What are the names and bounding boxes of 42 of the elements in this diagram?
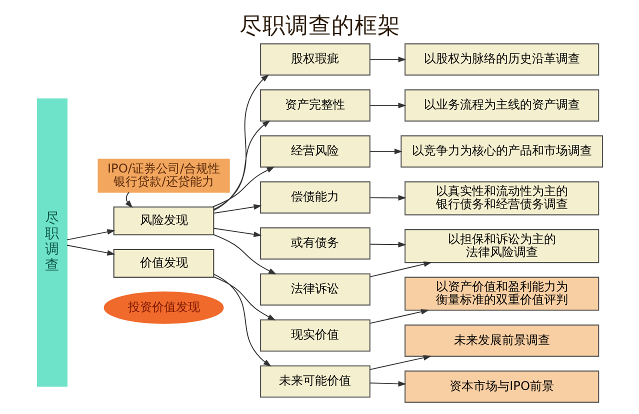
node-box: 风险发现 [112, 206, 214, 236]
node-box: 以真实性和流动性为主的银行债务和经营债务调查 [404, 181, 599, 216]
arrow [369, 242, 406, 248]
node-box: 以资产价值和盈利能力为衡量标准的双重价值评判 [404, 276, 599, 311]
arrow [369, 148, 402, 154]
arrow [369, 56, 406, 62]
node-box: 资产完整性 [260, 89, 370, 122]
node-box: 以业务流程为主线的资产调查 [404, 89, 599, 122]
node-box: 未来发展前景调查 [404, 324, 599, 357]
node-box: 现实价值 [260, 319, 370, 352]
arrow [66, 229, 115, 240]
arrow [124, 192, 132, 208]
arrow [213, 204, 262, 214]
arrow [212, 276, 276, 320]
node-box: IPO/证券公司/合规性银行贷款/还贷能力 [97, 158, 230, 193]
arrow [369, 380, 406, 387]
arrow [66, 244, 115, 256]
node-box: 经营风险 [260, 135, 370, 168]
node-box: 资本市场与IPO前景 [404, 370, 599, 403]
arrow [212, 166, 274, 208]
node-ellipse: 投资价值发现 [103, 292, 224, 324]
arrow [369, 195, 406, 201]
node-box: 法律诉讼 [260, 273, 370, 306]
node-box: 以竞争力为核心的产品和市场调查 [400, 135, 603, 168]
arrow [369, 261, 432, 278]
diagram-title: 尽职调查的框架 [239, 13, 400, 40]
node-box: 以股权为脉络的历史沿革调查 [404, 43, 599, 76]
arrow [212, 74, 269, 211]
node-box: 尽职调查 [36, 98, 67, 387]
arrow [369, 102, 406, 108]
arrow [369, 355, 431, 370]
arrow [212, 234, 276, 274]
node-box: 以担保和诉讼为主的法律风险调查 [404, 229, 599, 264]
node-box: 或有债务 [260, 227, 370, 260]
node-box: 未来可能价值 [260, 365, 370, 398]
node-box: 股权瑕疵 [260, 43, 370, 76]
arrow [212, 274, 271, 367]
arrow [369, 309, 429, 324]
node-box: 价值发现 [112, 249, 214, 278]
arrow [213, 228, 262, 238]
node-box: 偿债能力 [260, 181, 370, 214]
arrow [212, 120, 270, 210]
